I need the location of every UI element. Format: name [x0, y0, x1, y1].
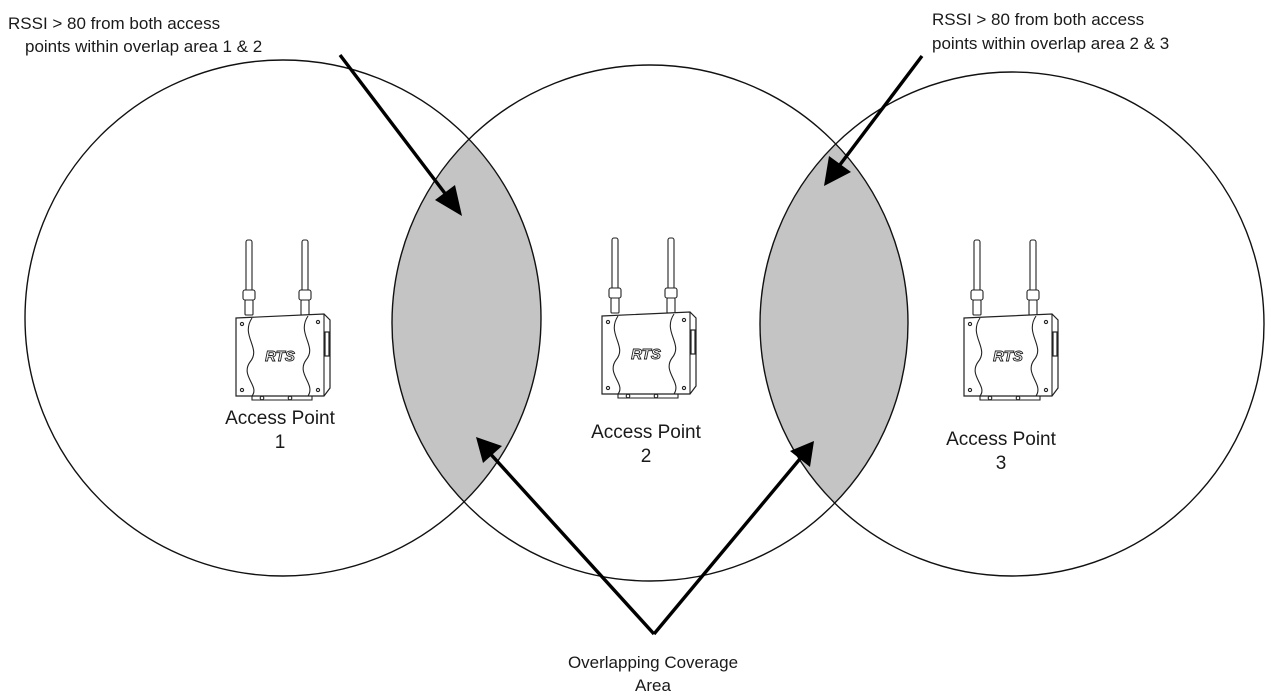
svg-text:RTS: RTS — [993, 348, 1023, 365]
arrow-note-to-overlap-2-3 — [824, 54, 924, 186]
coverage-circle-2 — [391, 64, 909, 582]
access-point-1-label: Access Point — [225, 408, 336, 429]
coverage-circle-1 — [24, 59, 542, 577]
access-point-1-number: 1 — [275, 432, 286, 453]
note-overlap-1-2-line2: points within overlap area 1 & 2 — [25, 37, 262, 56]
access-point-3-number: 3 — [996, 453, 1007, 474]
note-overlap-2-3-line2: points within overlap area 2 & 3 — [932, 34, 1169, 53]
access-point-2-number: 2 — [641, 446, 652, 467]
arrow-note-to-overlap-1-2 — [338, 53, 462, 216]
svg-text:RTS: RTS — [631, 346, 661, 363]
note-overlap-1-2-line1: RSSI > 80 from both access — [8, 14, 220, 33]
arrow-label-to-overlap-2-3 — [652, 441, 814, 636]
overlap-label-line1: Overlapping Coverage — [568, 653, 738, 672]
arrow-label-to-overlap-1-2 — [476, 437, 656, 636]
overlap-label-line2: Area — [635, 676, 671, 695]
coverage-circle-3 — [759, 71, 1265, 577]
svg-text:RTS: RTS — [265, 348, 295, 365]
access-point-3-label: Access Point — [946, 429, 1057, 450]
access-point-2-icon: RTS — [601, 237, 697, 399]
access-point-2-label: Access Point — [591, 422, 702, 443]
access-point-1-icon: RTS — [235, 239, 331, 401]
access-point-3-icon: RTS — [963, 239, 1059, 401]
note-overlap-2-3-line1: RSSI > 80 from both access — [932, 10, 1144, 29]
